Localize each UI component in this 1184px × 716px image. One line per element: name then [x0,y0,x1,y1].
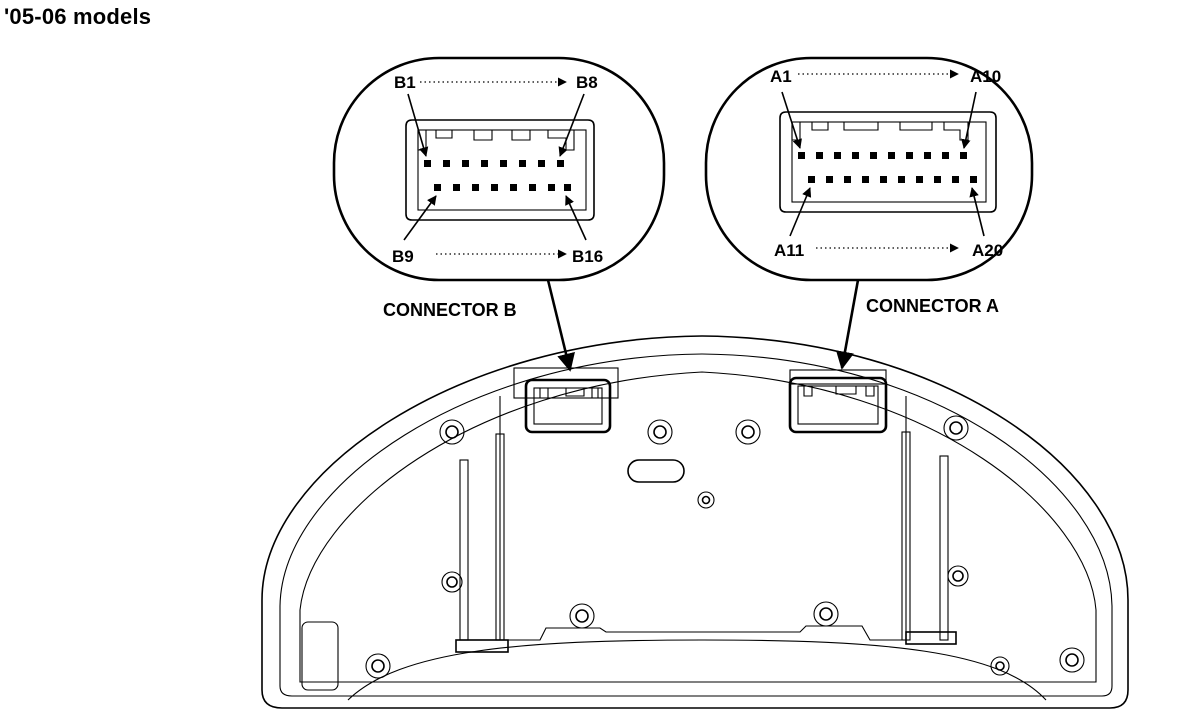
screw-boss [735,419,761,445]
connector-b-housing [405,119,595,221]
connector-b-label: CONNECTOR B [383,300,517,320]
connector-b-inner [417,129,587,211]
center-plate [499,396,907,641]
left-rib-foot [455,639,509,653]
gauge-housing [261,335,1129,709]
b1-leader [407,93,429,157]
a10-leader [961,91,977,149]
connector-b-pointer [546,279,575,372]
connector-b-socket [524,378,612,434]
housing-inner-rim [279,353,1113,697]
connector-a-pins-row1 [798,152,967,159]
a1-leader [781,91,802,149]
label-b1: B1 [394,73,416,92]
right-rib-foot [905,631,957,645]
connector-a-socket-inner [797,385,879,425]
housing-outer-shell [261,335,1129,709]
screw-boss [947,565,969,587]
label-b16: B16 [572,247,603,266]
connector-a-label: CONNECTOR A [866,296,999,316]
connector-b-pins-row2 [434,184,571,191]
a20-leader [969,187,985,237]
connector-a-socket-frame [789,369,887,385]
label-a20: A20 [972,241,1003,260]
connector-b-tabs [417,130,575,151]
screw-boss [441,571,463,593]
screw-boss [365,653,391,679]
label-b8: B8 [576,73,598,92]
page-title: '05-06 models [4,4,152,29]
screw-boss [990,656,1010,676]
connector-a-closeup: A1 A10 A11 A20 [704,56,1034,282]
connector-a-housing [779,111,997,213]
screw-boss [647,419,673,445]
connector-b-pins-row1 [424,160,564,167]
connector-b-socket-inner [533,387,603,425]
connector-a-socket-tabs [803,386,875,397]
b8-leader [558,93,585,157]
connector-b-socket-frame [513,367,619,399]
label-a11: A11 [774,241,804,260]
screw-boss [813,601,839,627]
label-a1: A1 [770,67,792,86]
connector-a-pins-row2 [808,176,977,183]
b16-leader [565,195,587,241]
screw-boss [943,415,969,441]
connector-a-inner [791,121,987,203]
screw-boss [697,491,715,509]
connector-b-magnifier-outline [332,56,666,282]
housing-base-curve [347,639,1047,701]
connector-a-magnifier-outline [704,56,1034,282]
label-a10: A10 [970,67,1001,86]
housing-recess [301,621,339,691]
screw-boss [1059,647,1085,673]
housing-back-panel [299,371,1097,683]
connector-b-closeup: B1 B8 B9 B16 [332,56,666,282]
label-b9: B9 [392,247,414,266]
b9-leader [403,195,437,241]
connector-b-socket-tabs [539,388,599,399]
screw-boss [569,603,595,629]
connector-a-socket [788,376,888,434]
connector-a-tabs [791,122,969,141]
left-rib-outer [459,459,469,641]
housing-slot [627,459,685,483]
screw-bosses [365,415,1085,679]
a11-leader [789,187,812,237]
right-rib-outer [939,455,949,641]
screw-boss [439,419,465,445]
